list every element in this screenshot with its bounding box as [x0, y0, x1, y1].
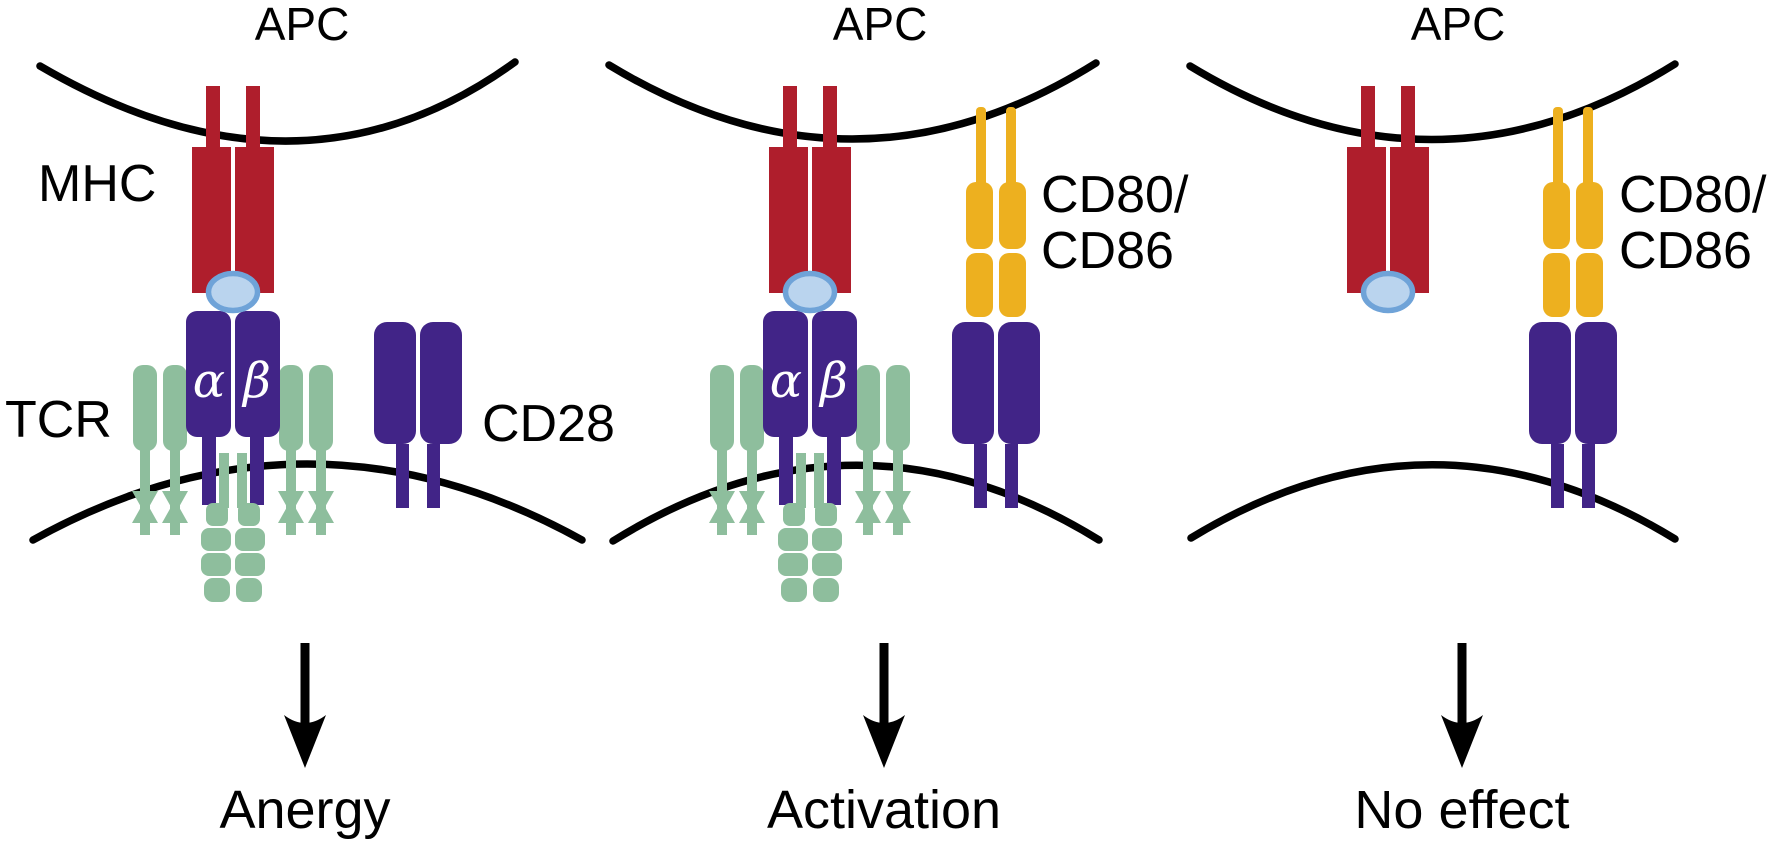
- peptide: [209, 274, 258, 311]
- tcr-complex: [132, 311, 334, 602]
- cd80-cd86-label-line2: CD86: [1619, 222, 1752, 280]
- outcome-label: Anergy: [219, 780, 390, 840]
- down-arrow-icon: [863, 643, 905, 768]
- peptide: [1364, 274, 1413, 311]
- panel-anergy: APC MHC TCR CD28 α β Anergy: [5, 0, 615, 840]
- cd80-cd86-molecule: [1543, 107, 1603, 317]
- tcr-alpha-label: α: [770, 353, 802, 409]
- panel-no-effect: APC CD80/ CD86 No effect: [1186, 0, 1767, 840]
- mhc-label: MHC: [38, 155, 156, 213]
- outcome-label: Activation: [767, 780, 1001, 840]
- apc-membrane: [605, 59, 1100, 143]
- t-cell-membrane: [609, 461, 1103, 545]
- peptide: [786, 274, 835, 311]
- mhc-molecule: [192, 86, 274, 293]
- apc-membrane: [36, 58, 519, 145]
- tcr-complex: [709, 311, 911, 602]
- panel-activation: APC CD80/ CD86 α β Activation: [605, 0, 1189, 840]
- apc-label: APC: [255, 0, 350, 50]
- cd28-label: CD28: [482, 395, 615, 453]
- mhc-molecule: [1347, 86, 1429, 293]
- cd80-cd86-molecule: [966, 107, 1026, 317]
- down-arrow-icon: [284, 643, 326, 768]
- outcome-label: No effect: [1354, 780, 1569, 840]
- t-cell-membrane: [1187, 461, 1679, 543]
- tcr-beta-label: β: [241, 353, 271, 409]
- down-arrow-icon: [1441, 643, 1483, 768]
- cd80-cd86-label-line1: CD80/: [1619, 166, 1767, 224]
- apc-label: APC: [833, 0, 928, 50]
- cd80-cd86-label-line1: CD80/: [1041, 166, 1189, 224]
- tcr-alpha-label: α: [193, 353, 225, 409]
- tcr-label: TCR: [5, 391, 112, 449]
- tcr-beta-label: β: [818, 353, 848, 409]
- mhc-molecule: [769, 86, 851, 293]
- apc-label: APC: [1411, 0, 1506, 50]
- t-cell-membrane: [29, 460, 586, 544]
- cd80-cd86-label-line2: CD86: [1041, 222, 1174, 280]
- apc-membrane: [1186, 60, 1679, 144]
